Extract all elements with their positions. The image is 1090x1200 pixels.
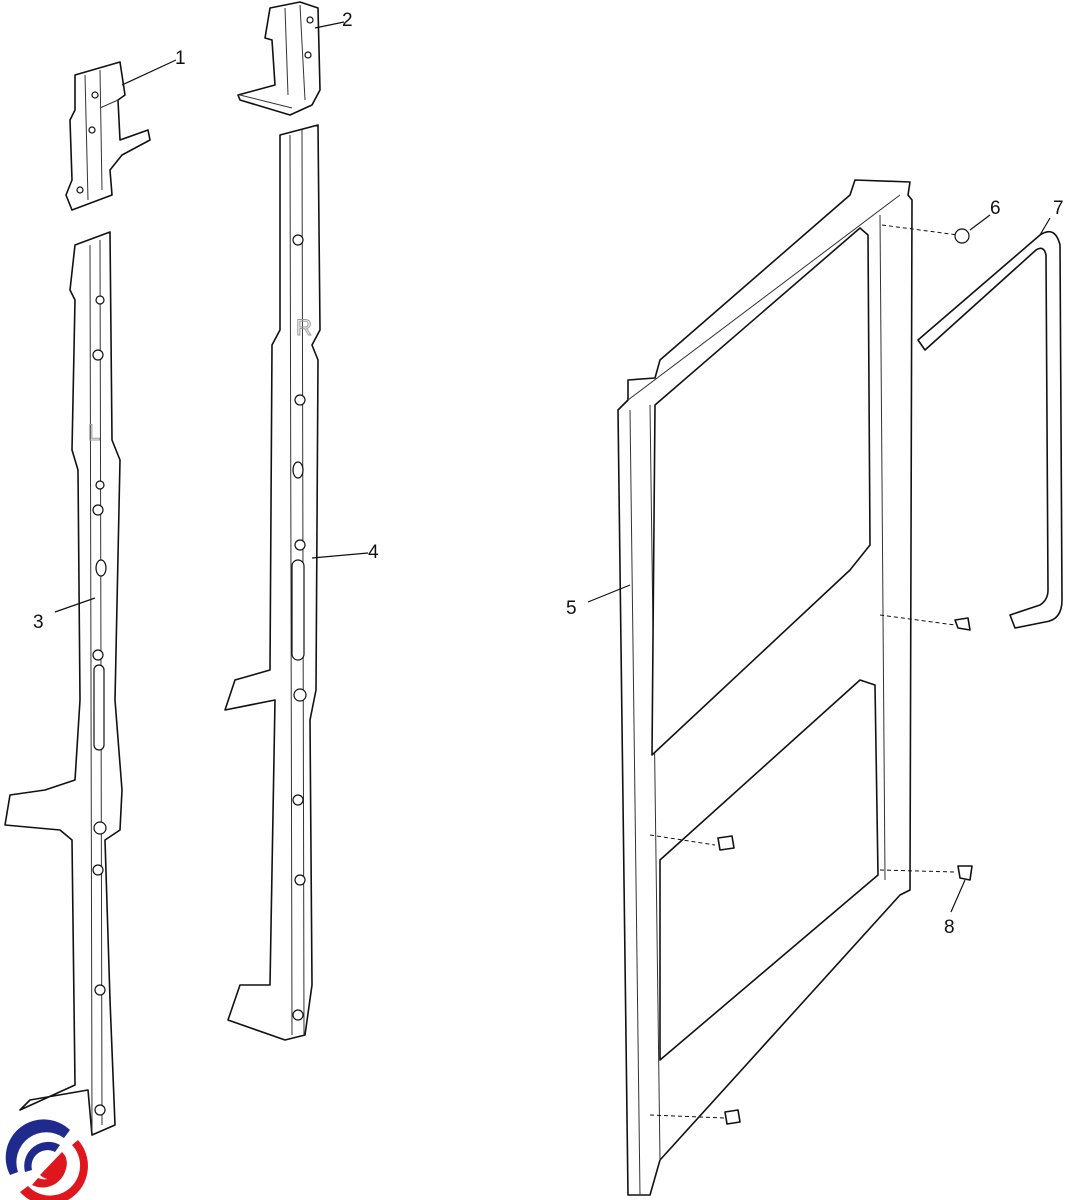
callout-8: 8 [944,917,955,938]
part-2-upper-right-bracket [237,1,321,116]
part-6-clip [954,228,970,244]
part-5-door-frame [617,179,959,1196]
callout-4: 4 [368,542,379,563]
callout-1: 1 [175,48,186,69]
callout-2: 2 [342,10,353,31]
part-3-left-rail: L [4,231,123,1136]
callout-3: 3 [33,612,44,633]
part-1-upper-left-bracket [65,61,151,211]
part-8-screws [717,617,973,1125]
part-7-gasket [917,230,1063,629]
callout-5: 5 [566,598,577,619]
rail-right-mark: R [296,315,312,340]
rail-left-mark: L [88,420,100,445]
callout-6: 6 [990,198,1001,219]
callout-7: 7 [1053,198,1064,219]
part-4-right-rail: R [224,124,321,1041]
brand-logo-icon [5,1119,88,1200]
